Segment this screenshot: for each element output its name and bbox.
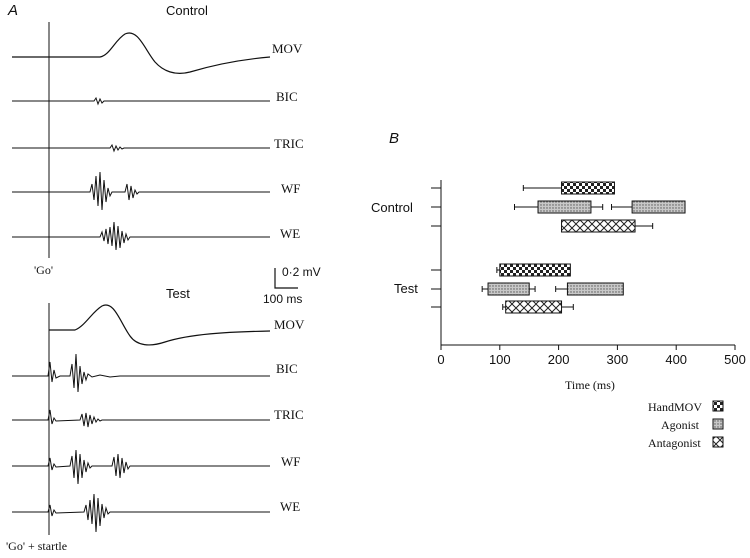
- trace-control-mov: [12, 32, 271, 74]
- trace-label-test-wf: WF: [281, 454, 301, 469]
- bar-control-agonist: [631, 200, 686, 214]
- legend-label-antagonist: Antagonist: [648, 436, 701, 450]
- legend-swatch-antagonist: [712, 436, 724, 448]
- trace-test-wf: [12, 449, 270, 485]
- panel-a-letter: A: [8, 2, 19, 19]
- trace-control-wf: [12, 171, 270, 211]
- trace-label-control-tric: TRIC: [274, 136, 304, 151]
- x-tick-label: 0: [437, 352, 444, 367]
- trace-label-control-wf: WF: [281, 181, 301, 196]
- x-tick-label: 300: [607, 352, 629, 367]
- trace-test-bic: [12, 353, 270, 393]
- trace-label-test-we: WE: [280, 499, 301, 514]
- trace-control-we: [12, 221, 270, 251]
- bar-test-agonist: [487, 282, 530, 296]
- legend-label-handmov: HandMOV: [648, 400, 702, 414]
- control-title: Control: [166, 3, 208, 18]
- scale-bar: [274, 268, 298, 289]
- bar-test-antagonist: [505, 300, 563, 314]
- bar-test-handmov: [499, 263, 571, 277]
- legend-swatch-agonist: [712, 418, 724, 430]
- test-title: Test: [166, 286, 190, 301]
- legend-label-agonist: Agonist: [661, 418, 700, 432]
- group-label-test: Test: [394, 281, 418, 296]
- trace-label-control-bic: BIC: [276, 89, 298, 104]
- x-tick-label: 400: [665, 352, 687, 367]
- trace-test-we: [12, 493, 270, 533]
- group-label-control: Control: [371, 200, 413, 215]
- bar-control-agonist: [537, 200, 592, 214]
- bar-test-agonist: [566, 282, 624, 296]
- bar-control-antagonist: [561, 219, 636, 233]
- x-tick-label: 200: [548, 352, 570, 367]
- legend-swatch-handmov: [712, 400, 724, 412]
- trace-test-tric: [12, 409, 270, 428]
- trace-test-mov: [49, 304, 271, 346]
- x-tick-label: 100: [489, 352, 511, 367]
- trace-label-control-mov: MOV: [272, 41, 303, 56]
- scale-bar-time-label: 100 ms: [263, 292, 303, 306]
- trace-control-tric: [12, 143, 270, 153]
- bar-control-handmov: [561, 181, 615, 195]
- trace-label-control-we: WE: [280, 226, 301, 241]
- go-label-test: 'Go' + startle: [6, 539, 68, 553]
- trace-label-test-bic: BIC: [276, 361, 298, 376]
- x-axis-title: Time (ms): [565, 378, 615, 392]
- trace-control-bic: [12, 96, 270, 106]
- trace-label-test-mov: MOV: [274, 317, 305, 332]
- panel-b-letter: B: [389, 130, 400, 147]
- x-tick-label: 500: [724, 352, 746, 367]
- scale-bar-voltage-label: 0·2 mV: [282, 265, 321, 279]
- go-label-control: 'Go': [34, 263, 53, 277]
- trace-label-test-tric: TRIC: [274, 407, 304, 422]
